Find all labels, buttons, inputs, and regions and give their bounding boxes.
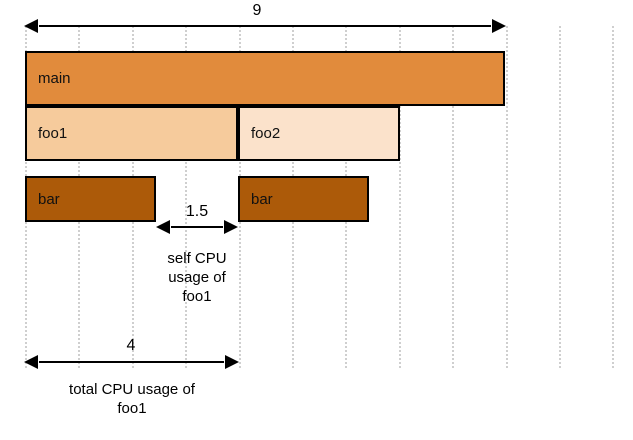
measure-label-self-cpu-foo1: 1.5	[185, 203, 209, 220]
caption-self-cpu-foo1: self CPU usage of foo1	[142, 250, 252, 306]
caption-self-cpu-foo1-line2: usage of	[168, 268, 226, 286]
frame-label-bar-right: bar	[251, 190, 273, 208]
frame-main[interactable]: main	[25, 51, 505, 106]
measure-line-self-cpu-foo1	[171, 226, 223, 228]
caption-total-cpu-foo1: total CPU usage of foo1	[32, 381, 232, 419]
measure-label-total-cpu-foo1: 4	[126, 337, 136, 354]
gridline-10	[559, 26, 561, 368]
gridline-9	[505, 26, 508, 368]
caption-self-cpu-foo1-line3: foo1	[182, 287, 212, 305]
caption-total-cpu-foo1-line1: total CPU usage of	[69, 381, 195, 398]
caption-self-cpu-foo1-line1: self CPU	[167, 250, 227, 267]
frame-bar-right[interactable]: bar	[238, 176, 369, 222]
frame-label-main: main	[38, 70, 71, 87]
gridline-11	[612, 26, 615, 368]
frame-label-foo1: foo1	[38, 125, 68, 142]
measure-label-total-width: 9	[252, 2, 262, 19]
frame-foo2[interactable]: foo2	[238, 106, 400, 161]
measure-line-total-width	[39, 25, 491, 27]
measure-line-total-cpu-foo1	[39, 361, 224, 363]
caption-total-cpu-foo1-line2: foo1	[117, 399, 147, 417]
frame-label-bar-left: bar	[38, 190, 60, 208]
frame-label-foo2: foo2	[251, 125, 281, 142]
frame-foo1[interactable]: foo1	[25, 106, 238, 161]
frame-bar-left[interactable]: bar	[25, 176, 156, 222]
